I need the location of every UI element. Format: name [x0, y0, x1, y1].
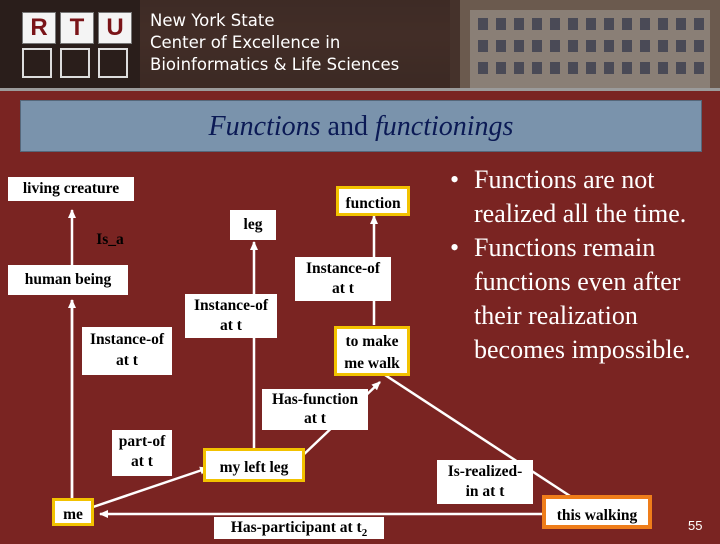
is-realized-label: Is-realized- in at t [437, 460, 533, 504]
has-function-2: at t [262, 409, 368, 428]
part-of-1: part-of [112, 432, 172, 452]
has-function-label: Has-function at t [262, 389, 368, 430]
instance-of-right-label: Instance-of at t [295, 257, 391, 301]
bullet-item: • Functions are not realized all the time… [440, 163, 715, 231]
my-left-leg-box: my left leg [203, 448, 305, 482]
bullet-dot: • [450, 163, 459, 197]
bullet-text-2: Functions remain functions even after th… [474, 233, 691, 364]
instance-of-mid-1: Instance-of [185, 296, 277, 316]
instance-of-mid-label: Instance-of at t [185, 294, 277, 338]
bullet-item: • Functions remain functions even after t… [440, 231, 715, 367]
instance-of-right-1: Instance-of [295, 259, 391, 279]
me-box: me [52, 498, 94, 526]
human-being-box: human being [8, 265, 128, 295]
to-make-me-walk-box: to make me walk [334, 326, 410, 376]
instance-of-right-2: at t [295, 279, 391, 299]
has-function-1: Has-function [262, 390, 368, 409]
has-participant-label: Has-participant at t2 [214, 517, 384, 539]
living-creature-box: living creature [8, 177, 134, 201]
to-make-2: me walk [337, 353, 407, 375]
instance-of-mid-2: at t [185, 316, 277, 336]
part-of-label: part-of at t [112, 430, 172, 476]
instance-of-left-2: at t [82, 350, 172, 371]
bullet-text-1: Functions are not realized all the time. [474, 165, 686, 228]
instance-of-left-label: Instance-of at t [82, 327, 172, 375]
to-make-1: to make [337, 331, 407, 353]
function-box: function [336, 186, 410, 216]
part-of-2: at t [112, 452, 172, 472]
page-number: 55 [688, 518, 702, 533]
this-walking-box: this walking [542, 495, 652, 529]
bullet-dot: • [450, 231, 459, 265]
is-a-label: Is_a [90, 230, 130, 250]
has-participant-subscript: 2 [362, 527, 368, 539]
instance-of-left-1: Instance-of [82, 329, 172, 350]
is-realized-2: in at t [437, 482, 533, 502]
leg-box: leg [230, 210, 276, 240]
bullet-list: • Functions are not realized all the time… [440, 163, 715, 367]
is-realized-1: Is-realized- [437, 462, 533, 482]
